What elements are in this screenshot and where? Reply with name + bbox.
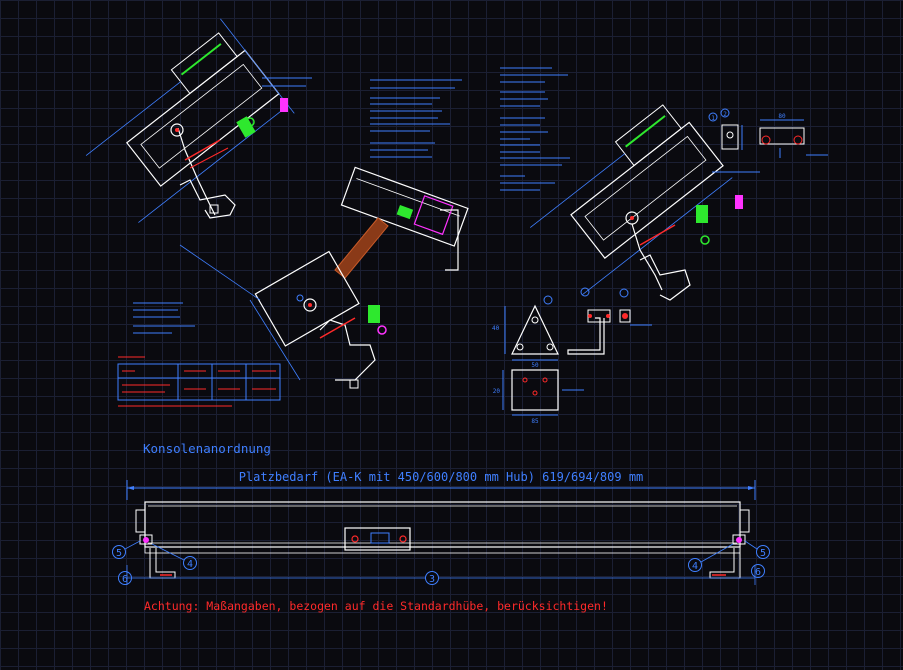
detail-dim-width: 85 — [531, 418, 539, 425]
annotation-block-upper-left — [262, 77, 312, 87]
bracket-detail-plate: 85 20 — [493, 369, 584, 425]
detail-dim-height: 40 — [492, 325, 500, 332]
space-requirement-dimension: Platzbedarf (EA-K mit 450/600/800 mm Hub… — [239, 470, 644, 484]
bracket-detail-angle — [567, 287, 652, 355]
svg-text:6: 6 — [755, 567, 761, 578]
callout-left-5: 5 — [112, 540, 141, 559]
warning-note: Achtung: Maßangaben, bezogen auf die Sta… — [144, 599, 608, 613]
window-assembly-upper-left — [85, 18, 295, 223]
annotation-block-center-left — [370, 79, 462, 158]
annotation-block-left-middle — [133, 302, 195, 334]
stroke-table — [117, 356, 281, 407]
console-arrangement: Konsolenanordnung Platzbedarf (EA-K mit … — [112, 441, 770, 613]
callout-right-5: 5 — [744, 540, 770, 559]
annotation-block-center-right — [500, 67, 570, 191]
svg-text:6: 6 — [122, 574, 128, 585]
svg-text:3: 3 — [429, 574, 435, 585]
svg-text:4: 4 — [692, 561, 698, 572]
detail-view-top-right: 1 2 80 — [708, 108, 828, 158]
window-assembly-center — [179, 166, 469, 389]
callout-right-6: 6 — [751, 564, 765, 578]
section-title: Konsolenanordnung — [143, 441, 271, 456]
svg-text:4: 4 — [187, 559, 193, 570]
callout-left-6: 6 — [118, 571, 132, 585]
callout-detail-2: 2 — [723, 111, 727, 118]
detail-dim-top: 80 — [778, 113, 786, 120]
callout-left-4: 4 — [151, 543, 197, 570]
svg-text:5: 5 — [116, 548, 122, 559]
detail-dim-base: 50 — [531, 362, 539, 369]
detail-dim-side: 20 — [493, 388, 501, 395]
bracket-detail-triangle: 40 50 — [492, 295, 559, 369]
callout-center-3: 3 — [425, 571, 439, 585]
svg-text:5: 5 — [760, 548, 766, 559]
window-assembly-upper-right — [529, 104, 760, 301]
callout-detail-1: 1 — [711, 115, 715, 122]
callout-right-4: 4 — [688, 543, 734, 572]
